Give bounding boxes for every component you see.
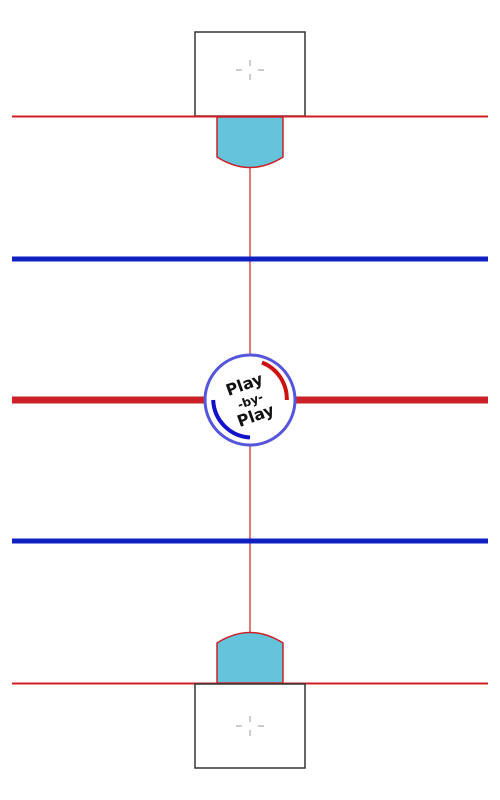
- top-net: [194, 31, 306, 117]
- top-crease: [216, 116, 284, 169]
- crosshair-icon: [236, 716, 264, 736]
- bottom-crease: [216, 631, 284, 684]
- center-logo: Play -by- Play: [203, 353, 297, 447]
- logo-arc-red: [261, 360, 289, 401]
- logo-arc-blue: [211, 399, 251, 440]
- logo-ring: [203, 353, 297, 447]
- crosshair-icon: [236, 60, 264, 80]
- bottom-net: [194, 683, 306, 769]
